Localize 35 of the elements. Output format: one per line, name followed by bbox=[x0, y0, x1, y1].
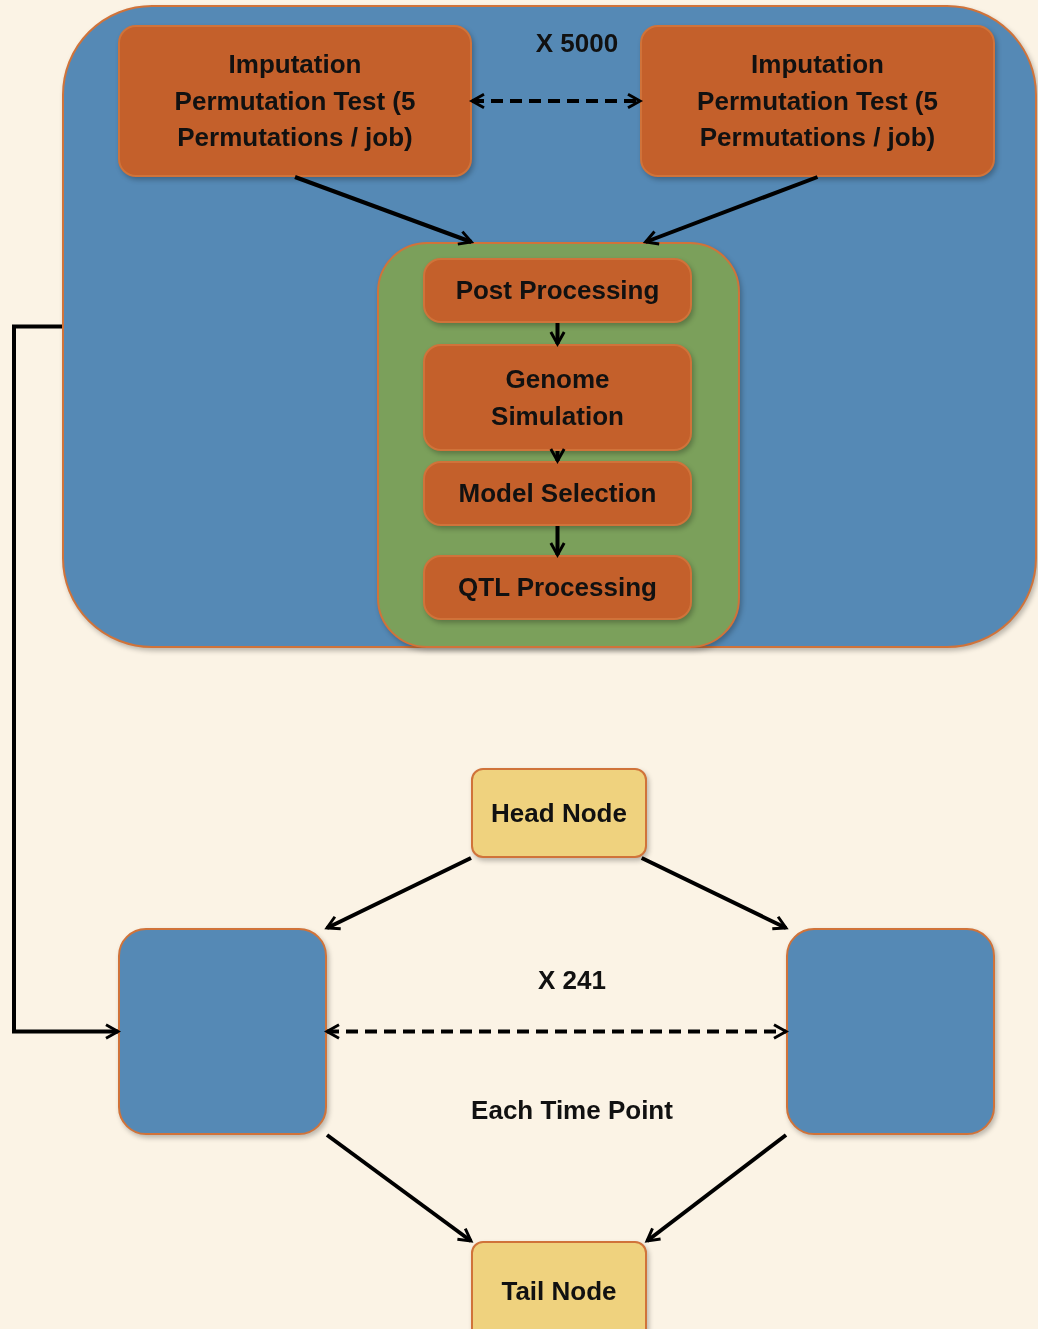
arrow bbox=[12, 324, 120, 1040]
node-box bbox=[471, 1241, 647, 1329]
node-label: QTL Processing bbox=[458, 571, 657, 605]
arrow bbox=[549, 447, 566, 463]
process-box bbox=[423, 258, 692, 323]
note-text: Each Time Point bbox=[471, 1095, 673, 1126]
arrow bbox=[645, 1133, 788, 1243]
node-label: Genome Simulation bbox=[490, 363, 625, 433]
process-box bbox=[423, 555, 692, 620]
arrow bbox=[294, 175, 473, 246]
empty-box bbox=[786, 928, 995, 1135]
process-box bbox=[118, 25, 472, 177]
node-label: Model Selection bbox=[458, 477, 657, 511]
empty-box bbox=[118, 928, 327, 1135]
process-box bbox=[423, 344, 692, 451]
process-box bbox=[423, 461, 692, 526]
arrow bbox=[549, 323, 566, 346]
arrow bbox=[325, 856, 472, 931]
note-text: X 241 bbox=[538, 965, 606, 996]
dashed-arrow bbox=[470, 92, 642, 110]
arrow bbox=[325, 1133, 473, 1243]
node-label: Head Node bbox=[491, 796, 627, 830]
group-panel bbox=[62, 5, 1037, 648]
node-label: Imputation Permutation Test (5 Permutations / job) bbox=[173, 48, 417, 155]
node-label: Imputation Permutation Test (5 Permutations / job) bbox=[696, 48, 939, 155]
empty-box bbox=[377, 242, 740, 648]
repeat-count: X 5000 bbox=[534, 27, 620, 60]
arrow bbox=[640, 856, 788, 931]
node-label: Tail Node bbox=[501, 1274, 617, 1308]
dashed-arrow bbox=[325, 1023, 788, 1040]
arrow bbox=[549, 526, 566, 557]
process-box bbox=[640, 25, 995, 177]
node-box bbox=[471, 768, 647, 858]
node-label: Post Processing bbox=[455, 274, 660, 308]
arrow bbox=[644, 175, 819, 246]
